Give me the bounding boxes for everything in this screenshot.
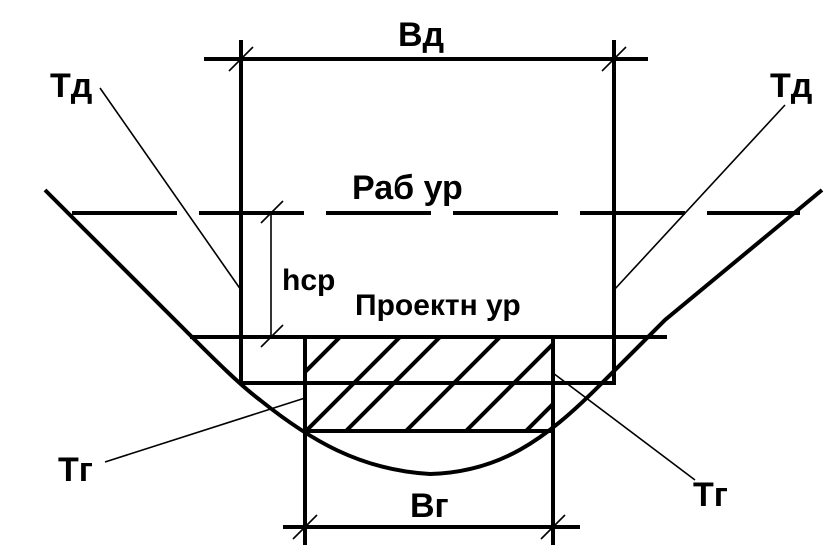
- td-left-label: Тд: [50, 67, 92, 105]
- hcp-tick-bottom: [260, 324, 284, 348]
- td-right-leader: [613, 104, 786, 291]
- tg-left-label: Тг: [58, 451, 93, 489]
- working-level-label: Раб ур: [352, 169, 463, 207]
- bd-label: Вд: [398, 16, 444, 54]
- design-level-label: Проектн ур: [355, 289, 521, 322]
- excavation-hatching: [306, 337, 554, 431]
- hcp-tick-top: [260, 200, 284, 224]
- tg-right-label: Тг: [693, 476, 728, 514]
- bg-tick-right: [540, 514, 566, 540]
- td-left-leader: [99, 87, 242, 291]
- bg-label: Вг: [410, 487, 449, 525]
- tg-left-leader: [104, 397, 306, 463]
- bg-tick-left: [292, 514, 318, 540]
- td-right-label: Тд: [770, 67, 812, 105]
- hcp-label: hcp: [282, 264, 335, 297]
- bd-tick-right: [601, 46, 627, 72]
- bd-tick-left: [228, 46, 254, 72]
- tg-right-leader: [552, 372, 696, 481]
